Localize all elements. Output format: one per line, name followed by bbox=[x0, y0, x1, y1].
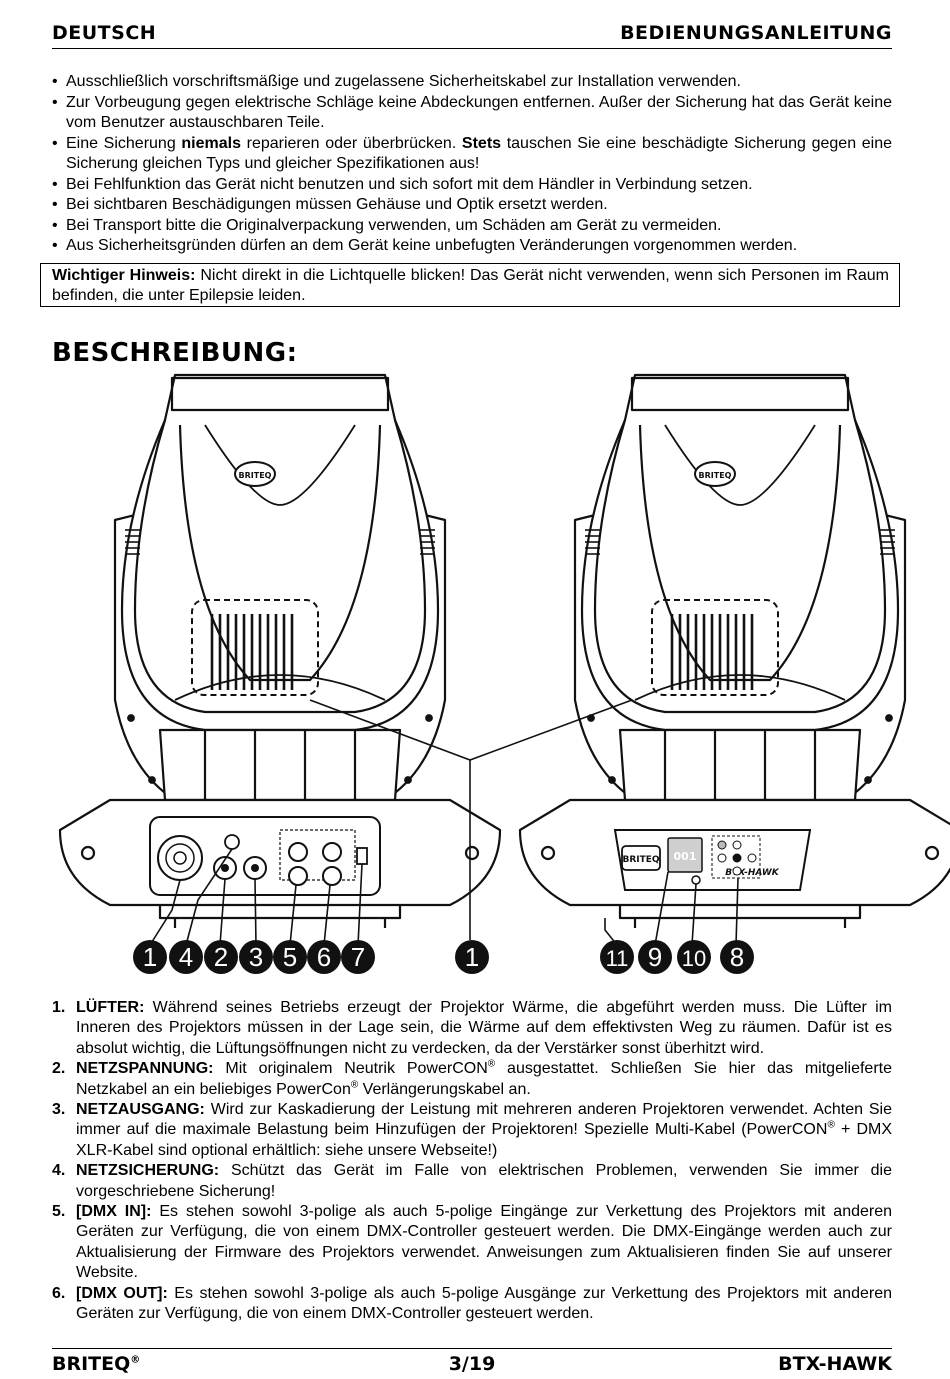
description-list: 1.LÜFTER: Während seines Betriebs erzeug… bbox=[52, 998, 892, 1325]
list-item: Bei Fehlfunktion das Gerät nicht benutze… bbox=[52, 175, 892, 196]
list-item: 5.[DMX IN]: Es stehen sowohl 3-polige al… bbox=[52, 1203, 893, 1282]
callout-4: 4 bbox=[179, 942, 193, 972]
list-item: 2.NETZSPANNUNG: Mit originalem Neutrik P… bbox=[52, 1058, 893, 1098]
callout-8: 8 bbox=[730, 942, 744, 972]
footer-model: BTX-HAWK bbox=[778, 1353, 892, 1375]
button-enter-icon bbox=[732, 853, 742, 863]
dmx-out-icon bbox=[322, 842, 342, 862]
safety-list: Ausschließlich vorschriftsmäßige und zug… bbox=[52, 72, 892, 257]
list-item: Bei sichtbaren Beschädigungen müssen Geh… bbox=[52, 195, 892, 216]
callout-7: 7 bbox=[351, 942, 365, 972]
callout-6: 6 bbox=[317, 942, 331, 972]
dmx-in-icon bbox=[288, 842, 308, 862]
page-footer: BRITEQ® 3/19 BTX-HAWK bbox=[52, 1348, 892, 1379]
button-up-icon bbox=[732, 840, 742, 850]
callout-1-center: 1 bbox=[465, 942, 479, 972]
display-screen bbox=[667, 837, 703, 873]
list-item: Eine Sicherung niemals reparieren oder ü… bbox=[52, 134, 892, 175]
button-right-icon bbox=[747, 853, 757, 863]
warning-text: Nicht direkt in die Lichtquelle blicken!… bbox=[52, 267, 889, 304]
header-manual-title: BEDIENUNGSANLEITUNG bbox=[620, 22, 892, 44]
callout-1-left: 1 bbox=[143, 942, 157, 972]
panel-model-label: BTX-HAWK bbox=[725, 868, 780, 878]
button-left-icon bbox=[717, 853, 727, 863]
panel-logo: BRITEQ bbox=[622, 855, 659, 865]
callout-5: 5 bbox=[283, 942, 297, 972]
list-item: Zur Vorbeugung gegen elektrische Schläge… bbox=[52, 93, 892, 134]
list-item: 1.LÜFTER: Während seines Betriebs erzeug… bbox=[52, 999, 892, 1057]
product-diagram: BRITEQ BRITEQ bbox=[58, 373, 950, 974]
list-item: Bei Transport bitte die Originalverpacku… bbox=[52, 216, 892, 237]
callout-2: 2 bbox=[214, 942, 228, 972]
page-header: DEUTSCH BEDIENUNGSANLEITUNG bbox=[52, 22, 892, 49]
usb-port-icon bbox=[356, 847, 368, 865]
page-number: 3/19 bbox=[448, 1353, 496, 1375]
footer-brand: BRITEQ® bbox=[52, 1353, 141, 1375]
callout-10: 10 bbox=[682, 946, 706, 971]
head-logo-left: BRITEQ bbox=[239, 471, 272, 480]
list-item: 3.NETZAUSGANG: Wird zur Kaskadierung der… bbox=[52, 1101, 892, 1159]
header-language: DEUTSCH bbox=[52, 22, 157, 44]
list-item: Ausschließlich vorschriftsmäßige und zug… bbox=[52, 72, 892, 93]
ir-sensor-icon bbox=[691, 875, 701, 885]
list-item: 4.NETZSICHERUNG: Schützt das Gerät im Fa… bbox=[52, 1162, 892, 1200]
list-item: Aus Sicherheitsgründen dürfen an dem Ger… bbox=[52, 236, 892, 257]
callouts: 1 4 2 3 5 6 7 1 11 9 10 8 bbox=[133, 940, 754, 974]
fuse-holder-icon bbox=[224, 834, 240, 850]
head-logo-right: BRITEQ bbox=[699, 471, 732, 480]
callout-3: 3 bbox=[249, 942, 263, 972]
fixture-right: BRITEQ BRITEQ 001 BTX-HAWK bbox=[518, 373, 950, 946]
button-menu-icon bbox=[717, 840, 727, 850]
button-down-icon bbox=[732, 866, 742, 876]
warning-box: Wichtiger Hinweis: Nicht direkt in die L… bbox=[40, 263, 900, 307]
fixture-left: BRITEQ bbox=[58, 373, 502, 946]
callout-9: 9 bbox=[648, 942, 662, 972]
section-title: BESCHREIBUNG: bbox=[52, 338, 298, 368]
callout-11: 11 bbox=[606, 946, 629, 971]
warning-label: Wichtiger Hinweis: bbox=[52, 267, 196, 284]
fan-grille-icon bbox=[157, 835, 203, 881]
display-value: 001 bbox=[674, 850, 697, 863]
list-item: 6.[DMX OUT]: Es stehen sowohl 3-polige a… bbox=[52, 1284, 892, 1323]
